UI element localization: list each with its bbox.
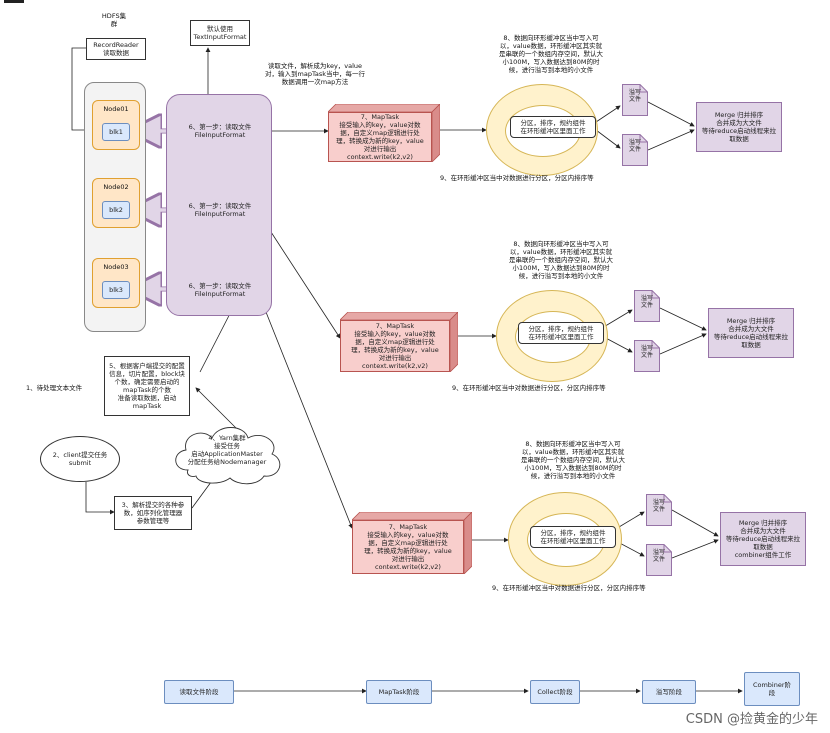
node-label: Node03 <box>103 263 129 271</box>
hdfs-cluster-label: HDFS集 群 <box>101 12 127 28</box>
client-step-2-ellipse: 2、client提交任务 submit <box>40 436 120 482</box>
node-label: Node02 <box>103 183 129 191</box>
buffer-note-2: 8、数据向环形缓冲区当中写入可 以，value数据，环形缓冲区其实就 是串联的一… <box>509 240 613 280</box>
client-step-1: 1、待处理文本文件 <box>26 384 83 392</box>
maptask-2: 7、MapTask 接受输入的key，value对数 据，自定义map逻辑进行处… <box>340 312 458 372</box>
step-label: 6、第一步：读取文件 FileInputFormat <box>188 282 252 298</box>
buffer-note-3: 8、数据向环形缓冲区当中写入可 以，value数据，环形缓冲区其实就 是串联的一… <box>521 440 625 480</box>
stage-spill: 溢写阶段 <box>642 680 696 704</box>
corner-mark <box>4 0 24 3</box>
cube-shape <box>340 312 458 372</box>
csdn-watermark: CSDN @捡黄金的少年 <box>685 712 818 727</box>
document-icon <box>634 340 660 372</box>
node-label: Node01 <box>103 105 129 113</box>
record-reader-box: RecordReader 读取数据 <box>86 38 146 60</box>
spill-label: 溢写 文件 <box>628 89 641 103</box>
block-blk3: blk3 <box>102 281 130 299</box>
stage-maptask: MapTask阶段 <box>366 680 432 704</box>
text-input-format-box: 默认使用 TextInputFormat <box>190 20 250 46</box>
step-label: 6、第一步：读取文件 FileInputFormat <box>188 202 252 218</box>
cloud-icon <box>175 427 281 485</box>
maptask-3: 7、MapTask 接受输入的key，value对数 据，自定义map逻辑进行处… <box>352 512 472 574</box>
maptask-1: 7、MapTask 接受输入的key，value对数 据，自定义map逻辑进行处… <box>328 104 440 162</box>
node-01: Node01 blk1 <box>92 100 140 150</box>
cube-shape <box>352 512 472 574</box>
stage-collect: Collect阶段 <box>530 680 580 704</box>
spill-file-2a: 溢写 文件 <box>634 290 660 322</box>
spill-label: 溢写 文件 <box>652 549 665 563</box>
spill-file-1b: 溢写 文件 <box>622 134 648 166</box>
yarn-cluster-cloud: 4、Yarn集群 接受任务 启动ApplicationMaster 分配任务给N… <box>168 420 286 486</box>
spill-file-2b: 溢写 文件 <box>634 340 660 372</box>
buffer-note-1: 8、数据向环形缓冲区当中写入可 以，value数据，环形缓冲区其实就 是串联的一… <box>499 34 603 74</box>
document-icon <box>646 544 672 576</box>
step-label: 6、第一步：读取文件 FileInputFormat <box>188 123 252 139</box>
merge-box-1: Merge 归并排序 合并成为大文件 等待reduce启动线程来拉 取数据 <box>696 102 782 152</box>
spill-label: 溢写 文件 <box>652 499 665 513</box>
sort-note-3: 9、在环形缓冲区当中对数据进行分区，分区内排序等 <box>492 584 646 592</box>
block-blk1: blk1 <box>102 123 130 141</box>
sort-note-1: 9、在环形缓冲区当中对数据进行分区，分区内排序等 <box>440 174 594 182</box>
spill-label: 溢写 文件 <box>628 139 641 153</box>
node-02: Node02 blk2 <box>92 178 140 228</box>
spill-label: 溢写 文件 <box>640 295 653 309</box>
document-icon <box>634 290 660 322</box>
spill-file-1a: 溢写 文件 <box>622 84 648 116</box>
partition-box-3: 分区，排序，规约组件 在环形缓冲区里面工作 <box>530 526 616 548</box>
merge-box-2: Merge 归并排序 合并成为大文件 等待reduce启动线程来拉 取数据 <box>708 308 794 358</box>
file-input-format-step-3: 6、第一步：读取文件 FileInputFormat <box>178 280 262 300</box>
stage-read-file: 读取文件阶段 <box>164 680 234 704</box>
document-icon <box>646 494 672 526</box>
node-03: Node03 blk3 <box>92 258 140 308</box>
maptask-text: 7、MapTask 接受输入的key，value对数 据，自定义map逻辑进行处… <box>340 320 450 372</box>
merge-box-3: Merge 归并排序 合并成为大文件 等待reduce启动线程来拉 取数据 co… <box>720 512 806 566</box>
block-blk2: blk2 <box>102 201 130 219</box>
spill-label: 溢写 文件 <box>640 345 653 359</box>
client-step-5-box: 5、根据客户端提交的配置 信息，切片配置，block块 个数，确定需要启动的 m… <box>104 356 190 416</box>
maptask-text: 7、MapTask 接受输入的key，value对数 据，自定义map逻辑进行处… <box>328 112 432 162</box>
yarn-cluster-label: 4、Yarn集群 接受任务 启动ApplicationMaster 分配任务给N… <box>187 434 267 466</box>
spill-file-3a: 溢写 文件 <box>646 494 672 526</box>
partition-box-1: 分区，排序，规约组件 在环形缓冲区里面工作 <box>510 116 596 138</box>
client-step-3-box: 3、解析提交的各种参 数，如序列化管理器 参数管理等 <box>114 496 192 530</box>
stage-combiner: Combiner阶 段 <box>744 672 800 706</box>
file-input-format-step-2: 6、第一步：读取文件 FileInputFormat <box>178 200 262 220</box>
file-input-format-step-1: 6、第一步：读取文件 FileInputFormat <box>178 121 262 141</box>
partition-box-2: 分区，排序，规约组件 在环形缓冲区里面工作 <box>518 322 604 344</box>
document-icon <box>622 134 648 166</box>
spill-file-3b: 溢写 文件 <box>646 544 672 576</box>
maptask-text: 7、MapTask 接受输入的key，value对数 据，自定义map逻辑进行处… <box>352 520 464 574</box>
sort-note-2: 9、在环形缓冲区当中对数据进行分区，分区内排序等 <box>452 384 606 392</box>
read-file-note: 读取文件，解析成为key，value 对，输入到mapTask当中，每一行 数据… <box>265 62 365 86</box>
document-icon <box>622 84 648 116</box>
